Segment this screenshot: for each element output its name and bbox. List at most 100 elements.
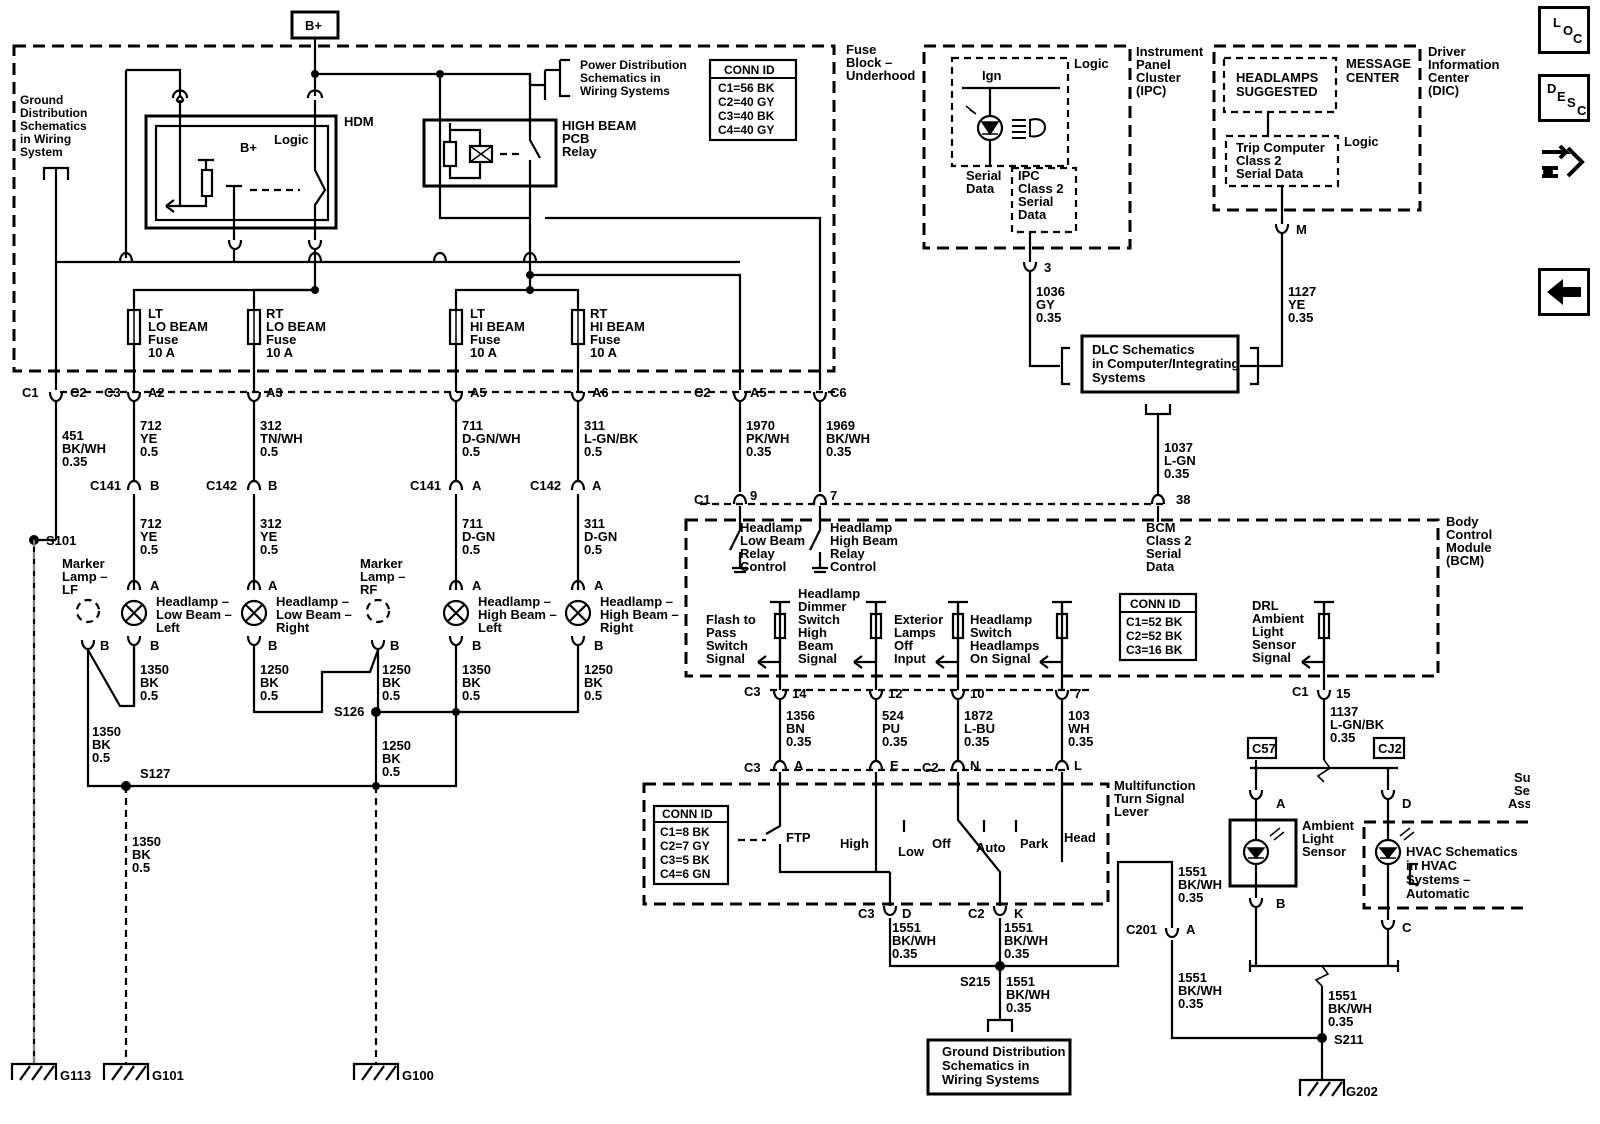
wire-labels-lower: 1350 BK 0.5 1250 BK 0.5 1350 BK 0.5 bbox=[92, 724, 411, 875]
svg-text:Fuse: Fuse bbox=[148, 332, 178, 347]
svg-text:Assembly: Assembly bbox=[1508, 796, 1530, 811]
fuse-lt-lo-beam: LT LO BEAM Fuse 10 A bbox=[126, 305, 208, 392]
ambient-light-sensor-box bbox=[1228, 818, 1298, 888]
svg-text:Module: Module bbox=[1446, 540, 1492, 555]
svg-text:HI BEAM: HI BEAM bbox=[590, 319, 645, 334]
svg-text:C2: C2 bbox=[968, 906, 985, 921]
svg-text:BCM: BCM bbox=[1146, 520, 1176, 535]
svg-text:A: A bbox=[150, 578, 160, 593]
svg-text:SUGGESTED: SUGGESTED bbox=[1236, 84, 1318, 99]
svg-text:HEADLAMPS: HEADLAMPS bbox=[1236, 70, 1319, 85]
svg-text:A: A bbox=[268, 578, 278, 593]
svg-text:0.35: 0.35 bbox=[746, 444, 771, 459]
svg-text:0.35: 0.35 bbox=[1178, 996, 1203, 1011]
svg-text:Headlamp: Headlamp bbox=[830, 520, 892, 535]
svg-text:1356: 1356 bbox=[786, 708, 815, 723]
svg-text:PU: PU bbox=[882, 721, 900, 736]
svg-text:Schematics in: Schematics in bbox=[580, 71, 661, 85]
svg-text:Ambient: Ambient bbox=[1302, 818, 1355, 833]
svg-text:Off: Off bbox=[894, 638, 913, 653]
svg-text:High Beam: High Beam bbox=[830, 533, 898, 548]
svg-text:0.5: 0.5 bbox=[260, 688, 278, 703]
bcm-dimmer-switch: Headlamp Dimmer Switch High Beam Signal bbox=[798, 586, 860, 666]
svg-text:Control: Control bbox=[740, 559, 786, 574]
svg-text:BK/WH: BK/WH bbox=[1328, 1001, 1372, 1016]
svg-text:G100: G100 bbox=[402, 1068, 434, 1083]
svg-text:1350: 1350 bbox=[462, 662, 491, 677]
svg-text:Signal: Signal bbox=[706, 651, 745, 666]
svg-text:Information: Information bbox=[1428, 57, 1500, 72]
svg-text:0.5: 0.5 bbox=[140, 444, 158, 459]
svg-text:BK/WH: BK/WH bbox=[1178, 983, 1222, 998]
wire-labels-lamp-ground: 1350 BK 0.5 1250 BK 0.5 1250 BK 0.5 1350… bbox=[140, 662, 613, 703]
svg-text:1350: 1350 bbox=[132, 834, 161, 849]
svg-text:Switch: Switch bbox=[798, 612, 840, 627]
svg-text:Switch: Switch bbox=[706, 638, 748, 653]
sensor-pin-a: A bbox=[1276, 796, 1286, 811]
svg-text:(IPC): (IPC) bbox=[1136, 83, 1166, 98]
svg-text:G101: G101 bbox=[152, 1068, 184, 1083]
svg-text:C3: C3 bbox=[744, 760, 761, 775]
svg-text:Sunload: Sunload bbox=[1514, 770, 1530, 785]
svg-text:0.35: 0.35 bbox=[1288, 310, 1313, 325]
wire-labels-mid: 712 YE 0.5 312 YE 0.5 711 D-GN 0.5 311 D… bbox=[140, 516, 617, 557]
svg-text:10: 10 bbox=[970, 686, 984, 701]
headlamp-low-left: A B Headlamp – Low Beam – Left bbox=[120, 578, 232, 653]
svg-text:1250: 1250 bbox=[382, 738, 411, 753]
svg-text:38: 38 bbox=[1176, 492, 1190, 507]
svg-text:Class 2: Class 2 bbox=[1018, 181, 1064, 196]
svg-text:Headlamp: Headlamp bbox=[970, 612, 1032, 627]
svg-text:0.5: 0.5 bbox=[132, 860, 150, 875]
svg-text:Data: Data bbox=[966, 181, 995, 196]
svg-text:C3=40 BK: C3=40 BK bbox=[718, 109, 775, 123]
svg-text:Schematics: Schematics bbox=[20, 119, 87, 133]
svg-text:1551: 1551 bbox=[1328, 988, 1357, 1003]
svg-text:Dimmer: Dimmer bbox=[798, 599, 846, 614]
svg-text:RF: RF bbox=[360, 582, 377, 597]
svg-text:C4=6 GN: C4=6 GN bbox=[660, 867, 710, 881]
svg-text:High: High bbox=[840, 836, 869, 851]
svg-text:Turn Signal: Turn Signal bbox=[1114, 791, 1185, 806]
svg-text:0.35: 0.35 bbox=[1068, 734, 1093, 749]
svg-text:Signal: Signal bbox=[798, 651, 837, 666]
svg-text:0.35: 0.35 bbox=[1164, 466, 1189, 481]
svg-text:Auto: Auto bbox=[976, 840, 1006, 855]
svg-text:Headlamp –: Headlamp – bbox=[478, 594, 551, 609]
svg-text:C2: C2 bbox=[922, 760, 939, 775]
fuse-block-conn-id-table: CONN ID C1=56 BK C2=40 GY C3=40 BK C4=40… bbox=[708, 58, 798, 142]
sensor-connector-ids: C57 CJ2 bbox=[1246, 736, 1406, 760]
svg-text:12: 12 bbox=[888, 686, 902, 701]
svg-text:Marker: Marker bbox=[62, 556, 105, 571]
svg-text:Serial: Serial bbox=[1018, 194, 1053, 209]
svg-text:10 A: 10 A bbox=[148, 345, 176, 360]
svg-text:C1: C1 bbox=[22, 385, 39, 400]
dic-pin-m: M bbox=[1296, 222, 1307, 237]
svg-text:CJ2: CJ2 bbox=[1378, 741, 1402, 756]
svg-text:FTP: FTP bbox=[786, 830, 811, 845]
back-button[interactable] bbox=[1538, 268, 1590, 316]
description-view-button[interactable]: D E S C bbox=[1538, 74, 1590, 122]
svg-text:1350: 1350 bbox=[140, 662, 169, 677]
svg-text:C3: C3 bbox=[858, 906, 875, 921]
bcm-upper-pins: C1 9 7 38 bbox=[694, 488, 1190, 507]
location-view-button[interactable]: L O C bbox=[1538, 6, 1590, 54]
svg-text:DRL: DRL bbox=[1252, 598, 1279, 613]
ipc-serial-data: Serial Data bbox=[966, 168, 1001, 196]
svg-text:A: A bbox=[472, 578, 482, 593]
svg-text:524: 524 bbox=[882, 708, 904, 723]
connector-icon bbox=[1542, 144, 1585, 178]
svg-text:RT: RT bbox=[590, 306, 607, 321]
svg-text:Low Beam –: Low Beam – bbox=[156, 607, 232, 622]
bcm-conn-id-table: CONN ID C1=52 BK C2=52 BK C3=16 BK bbox=[1118, 592, 1198, 662]
svg-text:Fuse: Fuse bbox=[266, 332, 296, 347]
connector-icon-button[interactable] bbox=[1538, 138, 1590, 186]
splice-s127-label: S127 bbox=[140, 766, 170, 781]
battery-plus-label: B+ bbox=[305, 18, 322, 33]
svg-text:CENTER: CENTER bbox=[1346, 70, 1400, 85]
fuse-block-connector-pins: C1 C2 C3 A2 A3 A5 A6 C2 A5 C6 bbox=[22, 385, 847, 403]
svg-text:Park: Park bbox=[1020, 836, 1049, 851]
dic-logic-label: Logic bbox=[1344, 134, 1379, 149]
svg-text:LT: LT bbox=[148, 306, 163, 321]
svg-text:0.5: 0.5 bbox=[584, 688, 602, 703]
svg-text:Flash to: Flash to bbox=[706, 612, 756, 627]
